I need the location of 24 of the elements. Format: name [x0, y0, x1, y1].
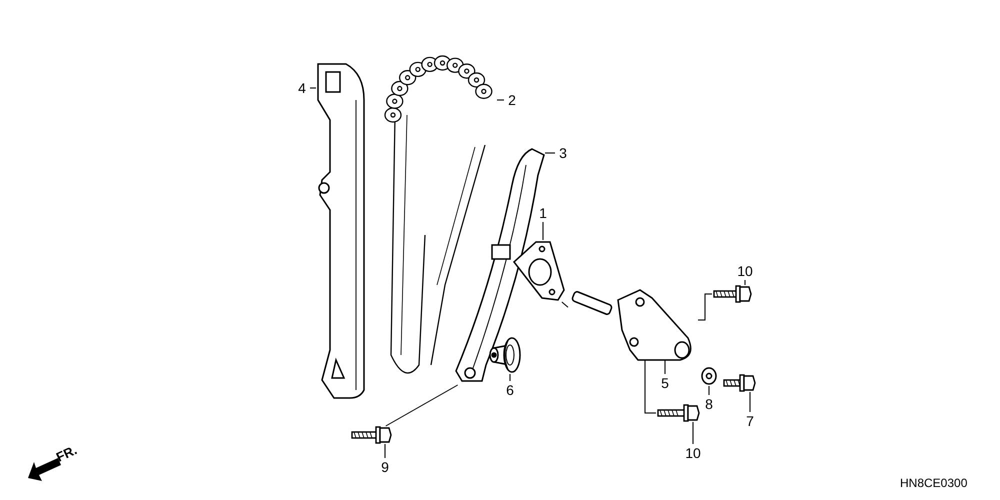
callout-number: 4 [298, 81, 306, 95]
assembly-line [385, 384, 458, 426]
assembly-line [698, 294, 712, 320]
diagram-code: HN8CE0300 [900, 477, 968, 489]
callout-number: 3 [559, 146, 567, 160]
callout-number: 10 [685, 446, 701, 460]
leader-line [664, 360, 666, 374]
leader-line [544, 152, 556, 154]
assembly-line [561, 302, 568, 308]
leader-line [708, 386, 710, 396]
callout-number: 6 [506, 383, 514, 397]
leader-line [542, 222, 544, 240]
callout-number: 10 [737, 264, 753, 278]
assembly-line [644, 360, 656, 414]
callout-number: 9 [381, 460, 389, 474]
leader-line [692, 422, 694, 444]
leader-line [744, 280, 746, 286]
callout-number: 5 [661, 376, 669, 390]
callout-number: 7 [746, 414, 754, 428]
callout-number: 2 [508, 93, 516, 107]
leader-line [384, 444, 386, 458]
callout-number: 8 [705, 397, 713, 411]
callout-number: 1 [539, 206, 547, 220]
direction-label: FR. [54, 443, 79, 464]
